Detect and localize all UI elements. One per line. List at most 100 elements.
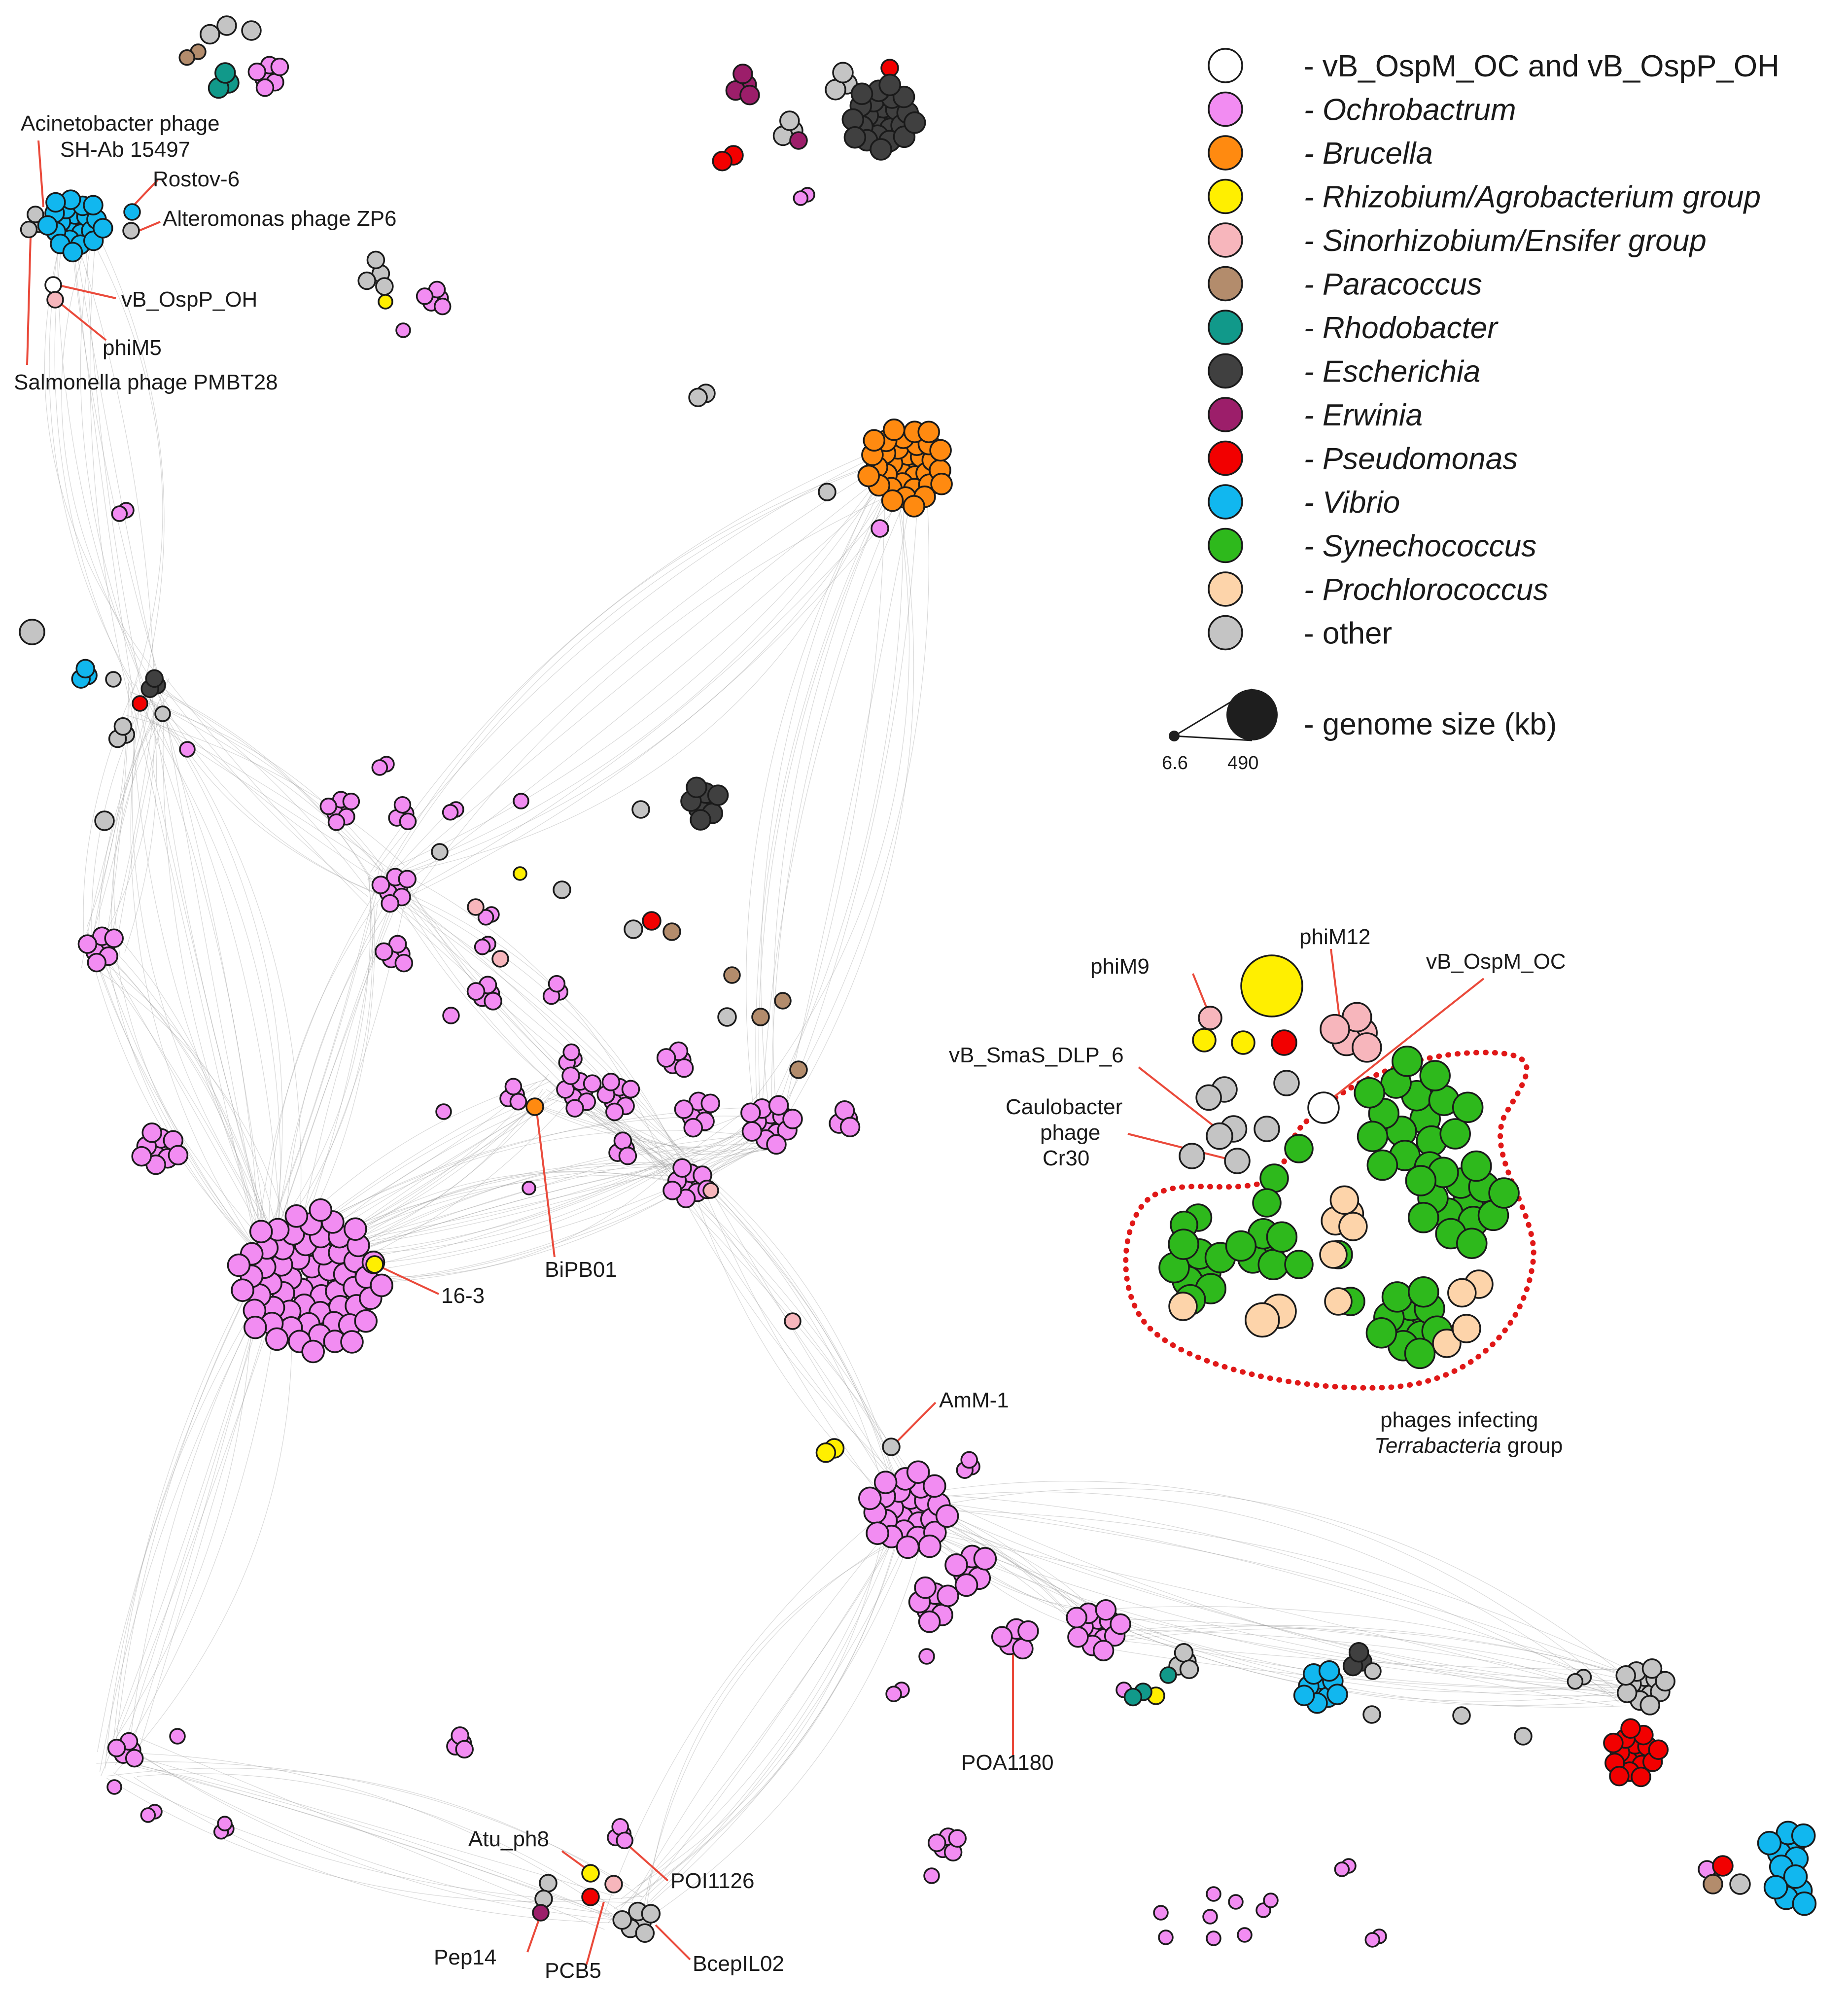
network-edge xyxy=(411,485,890,871)
other-phage-node xyxy=(1615,1665,1636,1686)
network-edge xyxy=(131,692,382,871)
synechococcus-phage-node xyxy=(1257,1249,1289,1281)
network-edge xyxy=(116,1269,254,1738)
network-edge xyxy=(1090,1618,1624,1680)
network-edge xyxy=(265,877,373,1251)
ochrobactrum-phage-node xyxy=(169,1728,186,1745)
network-edge xyxy=(49,212,135,686)
brucella-phage-node xyxy=(917,421,940,443)
label-phim9: phiM9 xyxy=(1090,954,1150,979)
ochrobactrum-phage-node xyxy=(249,1220,273,1243)
network-edge xyxy=(74,233,155,696)
ochrobactrum-phage-node xyxy=(284,1204,309,1228)
ochrobactrum-phage-node xyxy=(656,1048,676,1068)
network-edge xyxy=(141,691,381,882)
network-edge xyxy=(153,680,371,893)
label-terrabacteria-suffix: group xyxy=(1501,1434,1563,1458)
ochrobactrum-phage-node xyxy=(548,975,566,993)
network-edge xyxy=(761,463,887,1108)
network-edge xyxy=(81,678,170,968)
ochrobactrum-phage-node xyxy=(474,939,491,955)
network-edge xyxy=(85,223,145,706)
prochlorococcus-phage-node xyxy=(1245,1302,1280,1338)
network-edge xyxy=(904,1491,1613,1693)
network-edge xyxy=(141,681,371,881)
network-edge xyxy=(149,719,410,889)
ochrobactrum-phage-node xyxy=(740,1102,761,1123)
network-edge xyxy=(132,692,383,872)
synechococcus-phage-node xyxy=(1354,1077,1385,1109)
prochlorococcus-phage-node xyxy=(1432,1329,1462,1358)
ochrobactrum-phage-node xyxy=(613,1131,632,1150)
other-phage-node xyxy=(635,1923,655,1943)
network-edge xyxy=(139,713,404,879)
ochrobactrum-phage-node xyxy=(871,519,889,538)
ochrobactrum-phage-node xyxy=(319,798,338,815)
network-edge xyxy=(85,933,264,1255)
other-phage-node xyxy=(1364,1662,1382,1680)
ochrobactrum-phage-node xyxy=(301,1339,325,1364)
network-edge xyxy=(83,680,138,936)
network-edge xyxy=(89,686,155,954)
ochrobactrum-phage-node xyxy=(923,1867,940,1884)
label-acinetobacter-line2: SH-Ab 15497 xyxy=(60,138,190,162)
escherichia-phage-node xyxy=(903,111,926,134)
network-edge xyxy=(760,455,926,1148)
label-leader-line xyxy=(26,236,32,365)
network-edge xyxy=(140,682,372,880)
ochrobactrum-phage-node xyxy=(179,741,196,758)
label-acinetobacter-line1: Acinetobacter phage xyxy=(21,111,220,136)
other-phage-node xyxy=(832,62,854,84)
label-leader-line xyxy=(1127,1133,1230,1160)
ochrobactrum-phage-node xyxy=(104,928,124,948)
ochrobactrum-phage-node xyxy=(217,1816,233,1831)
label-leader-line xyxy=(61,285,116,299)
network-edge xyxy=(106,1778,644,1902)
sinorhizobium-phage-node xyxy=(1198,1006,1222,1030)
network-edge xyxy=(113,1772,639,1903)
ochrobactrum-phage-node xyxy=(1153,1905,1169,1921)
sinorhizobium-phage-node xyxy=(784,1312,802,1330)
network-edge xyxy=(631,1516,901,1901)
ochrobactrum-phage-node xyxy=(565,1099,584,1118)
ochrobactrum-phage-node xyxy=(231,1278,254,1302)
legend-swatch-prochlorococcus xyxy=(1208,571,1243,607)
ochrobactrum-phage-node xyxy=(522,1181,536,1195)
ochrobactrum-phage-node xyxy=(839,1117,861,1138)
synechococcus-phage-node xyxy=(1259,1163,1289,1193)
ochrobactrum-phage-node xyxy=(583,1074,602,1093)
synechococcus-phage-node xyxy=(1168,1228,1199,1260)
network-edge xyxy=(144,692,283,1269)
ochrobactrum-phage-node xyxy=(873,1471,898,1494)
other-phage-node xyxy=(553,880,571,899)
network-edge xyxy=(166,678,369,906)
ochrobactrum-phage-node xyxy=(1095,1599,1117,1621)
network-edge xyxy=(163,711,288,1288)
network-edge xyxy=(97,1251,269,1752)
network-edge xyxy=(124,721,157,953)
network-edge xyxy=(105,947,277,1275)
label-caulobacter-line3: Cr30 xyxy=(1043,1146,1089,1170)
escherichia-phage-node xyxy=(878,73,901,97)
network-edge xyxy=(645,1531,896,1897)
network-edge xyxy=(93,950,280,1262)
label-leader-line xyxy=(1330,978,1485,1100)
rhizobium-phage-node xyxy=(1240,954,1303,1017)
ochrobactrum-phage-node xyxy=(442,1007,460,1024)
label-caulobacter-line1: Caulobacter xyxy=(1006,1095,1122,1119)
network-edge xyxy=(629,1514,921,1922)
node-labels: Acinetobacter phage SH-Ab 15497 Rostov-6… xyxy=(14,111,1566,1983)
other-phage-node xyxy=(1179,1659,1199,1680)
ochrobactrum-phage-node xyxy=(621,1080,640,1099)
legend-label-paracoccus: - Paracoccus xyxy=(1304,268,1482,302)
synechococcus-phage-node xyxy=(1284,1134,1314,1163)
network-edge xyxy=(150,706,283,1274)
ochrobactrum-phage-node xyxy=(866,1521,889,1545)
ochrobactrum-phage-node xyxy=(140,1807,156,1823)
network-edge xyxy=(163,711,401,903)
sinorhizobium-phage-node xyxy=(467,898,485,916)
other-phage-node xyxy=(366,250,385,270)
sinorhizobium-phage-node xyxy=(604,1875,623,1894)
network-edge xyxy=(638,1523,903,1903)
ochrobactrum-phage-node xyxy=(766,1134,787,1155)
